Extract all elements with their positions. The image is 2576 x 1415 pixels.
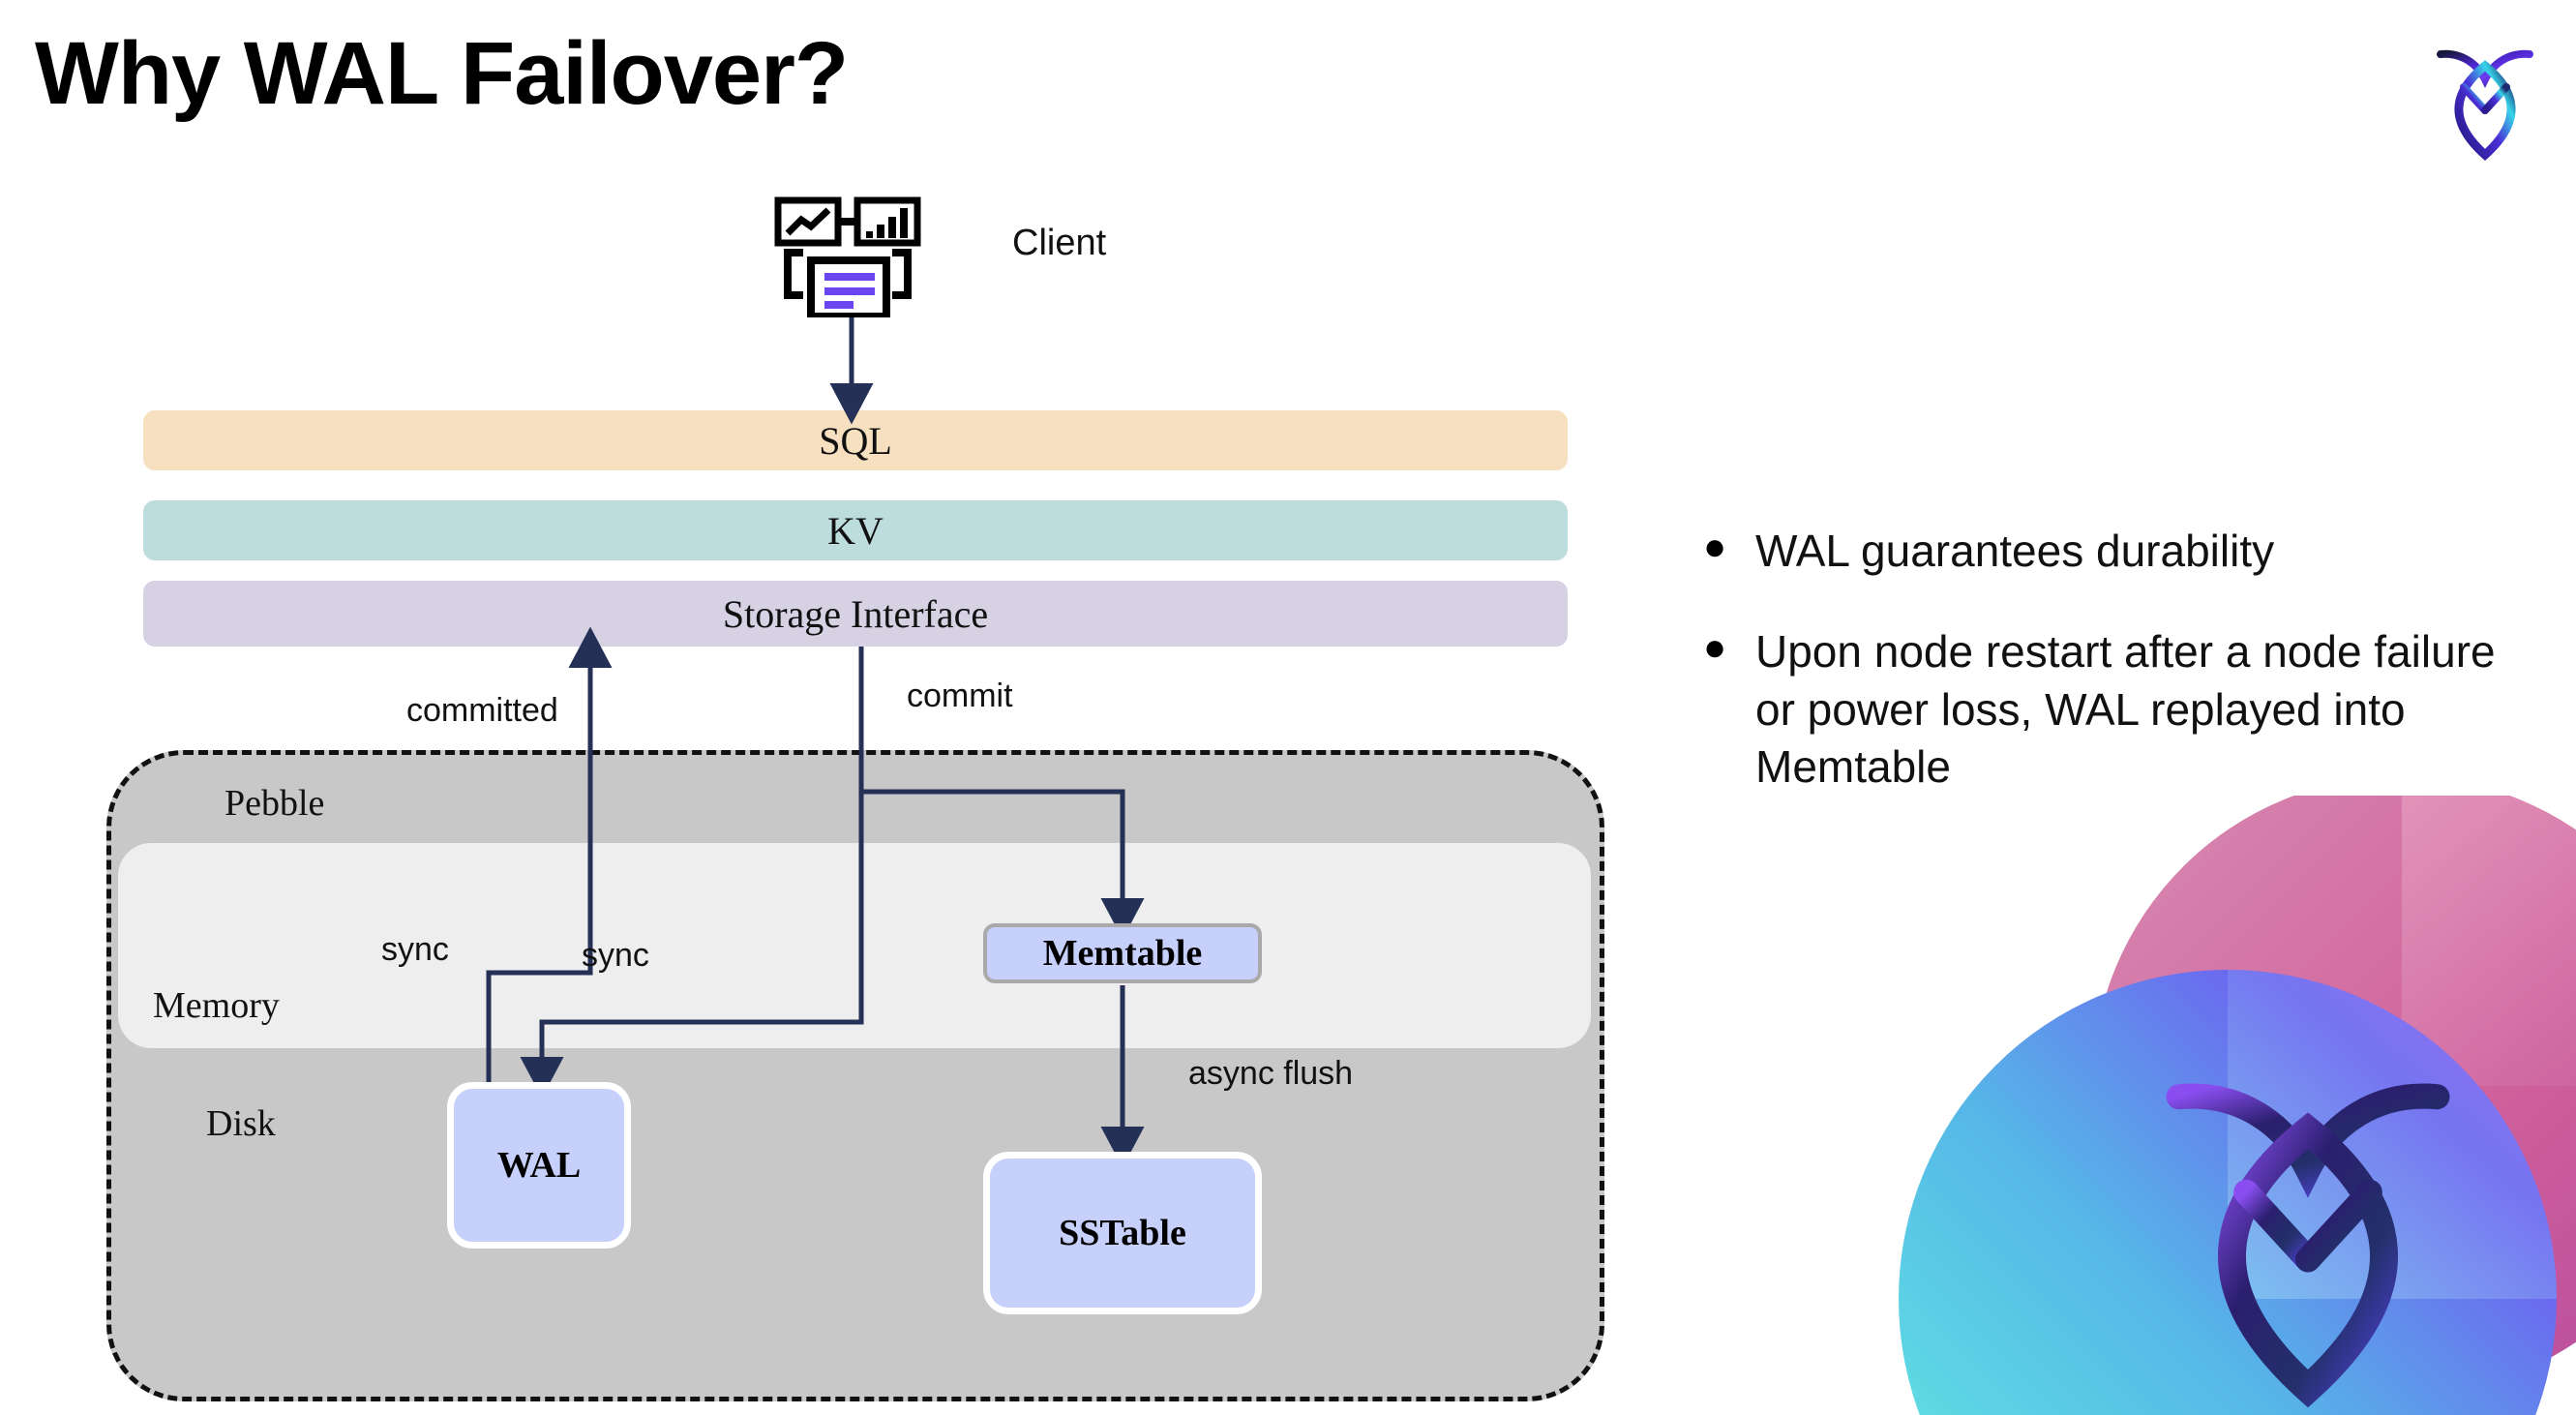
- decorative-background-graphic: [1821, 796, 2576, 1415]
- disk-label: Disk: [206, 1103, 276, 1144]
- layer-bar-kv: KV: [143, 500, 1568, 560]
- client-dashboard-icon: [774, 196, 929, 320]
- bullet-text: Upon node restart after a node failure o…: [1755, 625, 2496, 793]
- edge-label-commit: commit: [907, 677, 1013, 714]
- node-sstable: SSTable: [983, 1152, 1262, 1314]
- bullet-text: WAL guarantees durability: [1755, 526, 2275, 576]
- bullet-list: ● WAL guarantees durability ● Upon node …: [1703, 523, 2516, 839]
- edge-label-sync-left: sync: [381, 931, 449, 968]
- bullet-marker-icon: ●: [1703, 625, 1727, 669]
- layer-bar-sql: SQL: [143, 410, 1568, 470]
- memory-region: [118, 843, 1591, 1048]
- edge-label-async-flush: async flush: [1188, 1055, 1354, 1092]
- list-item: ● Upon node restart after a node failure…: [1703, 623, 2516, 797]
- architecture-diagram: Client SQL KV Storage Interface Pebble M…: [106, 196, 1604, 1401]
- edge-label-committed: committed: [406, 692, 558, 729]
- pebble-label: Pebble: [225, 783, 325, 824]
- bullet-marker-icon: ●: [1703, 526, 1727, 568]
- node-memtable: Memtable: [983, 923, 1262, 983]
- list-item: ● WAL guarantees durability: [1703, 523, 2516, 581]
- layer-bar-storage: Storage Interface: [143, 581, 1568, 647]
- page-title: Why WAL Failover?: [35, 24, 849, 123]
- edge-label-sync-right: sync: [582, 937, 649, 974]
- diagram-connectors: [486, 317, 1145, 1249]
- client-label: Client: [1012, 223, 1107, 263]
- cockroach-leaf-logo-icon: [2417, 27, 2553, 163]
- memory-label: Memory: [153, 985, 280, 1026]
- node-wal: WAL: [447, 1082, 631, 1249]
